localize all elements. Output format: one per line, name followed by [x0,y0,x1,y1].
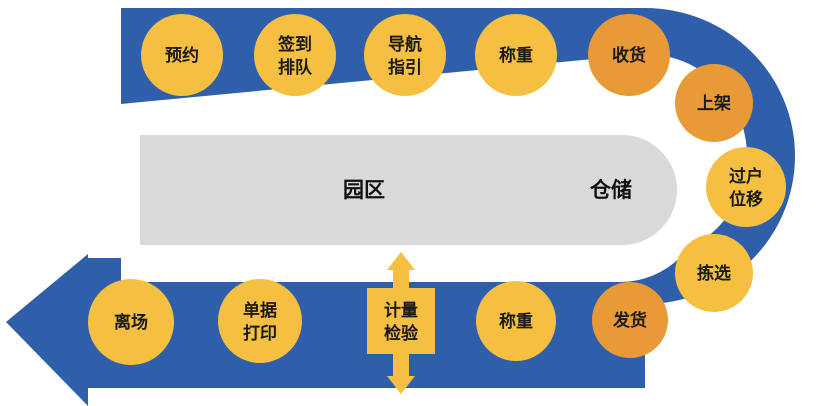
step-label-line1: 单据 [243,300,277,321]
zone-label-park: 园区 [343,178,385,202]
step-weighing-inbound: 称重 [475,14,557,96]
step-label: 发货 [612,310,647,331]
step-label: 称重 [499,311,533,332]
step-appointment: 预约 [141,14,223,96]
step-document-print: 单据 打印 [218,279,302,363]
step-checkin-queue: 签到 排队 [254,14,336,96]
step-label: 称重 [499,45,533,66]
step-label-line1: 导航 [388,34,422,55]
step-receiving: 收货 [588,14,670,96]
step-label-line2: 排队 [278,57,313,78]
step-navigation-guide: 导航 指引 [364,14,446,96]
inner-area [140,135,677,245]
step-label-line1: 签到 [277,34,312,55]
step-label-line1: 计量 [384,300,418,321]
step-shipping: 发货 [592,282,668,358]
step-label: 上架 [697,93,731,114]
step-label-line2: 位移 [729,189,763,210]
step-label: 离场 [114,312,148,333]
zone-label-warehouse: 仓储 [589,178,632,202]
step-label-line2: 打印 [243,323,277,344]
step-label: 拣选 [697,263,731,284]
step-transfer-relocate: 过户 位移 [706,147,786,227]
step-weighing-outbound: 称重 [476,281,556,361]
step-departure: 离场 [88,279,174,365]
metering-inspection-connector: 计量 检验 [367,252,435,394]
step-label-line2: 检验 [384,323,419,344]
step-label-line2: 指引 [388,57,422,78]
step-picking: 拣选 [675,234,753,312]
step-label-line1: 过户 [729,166,763,187]
step-label: 预约 [165,45,199,66]
step-putaway: 上架 [675,64,753,142]
step-label: 收货 [612,45,646,66]
